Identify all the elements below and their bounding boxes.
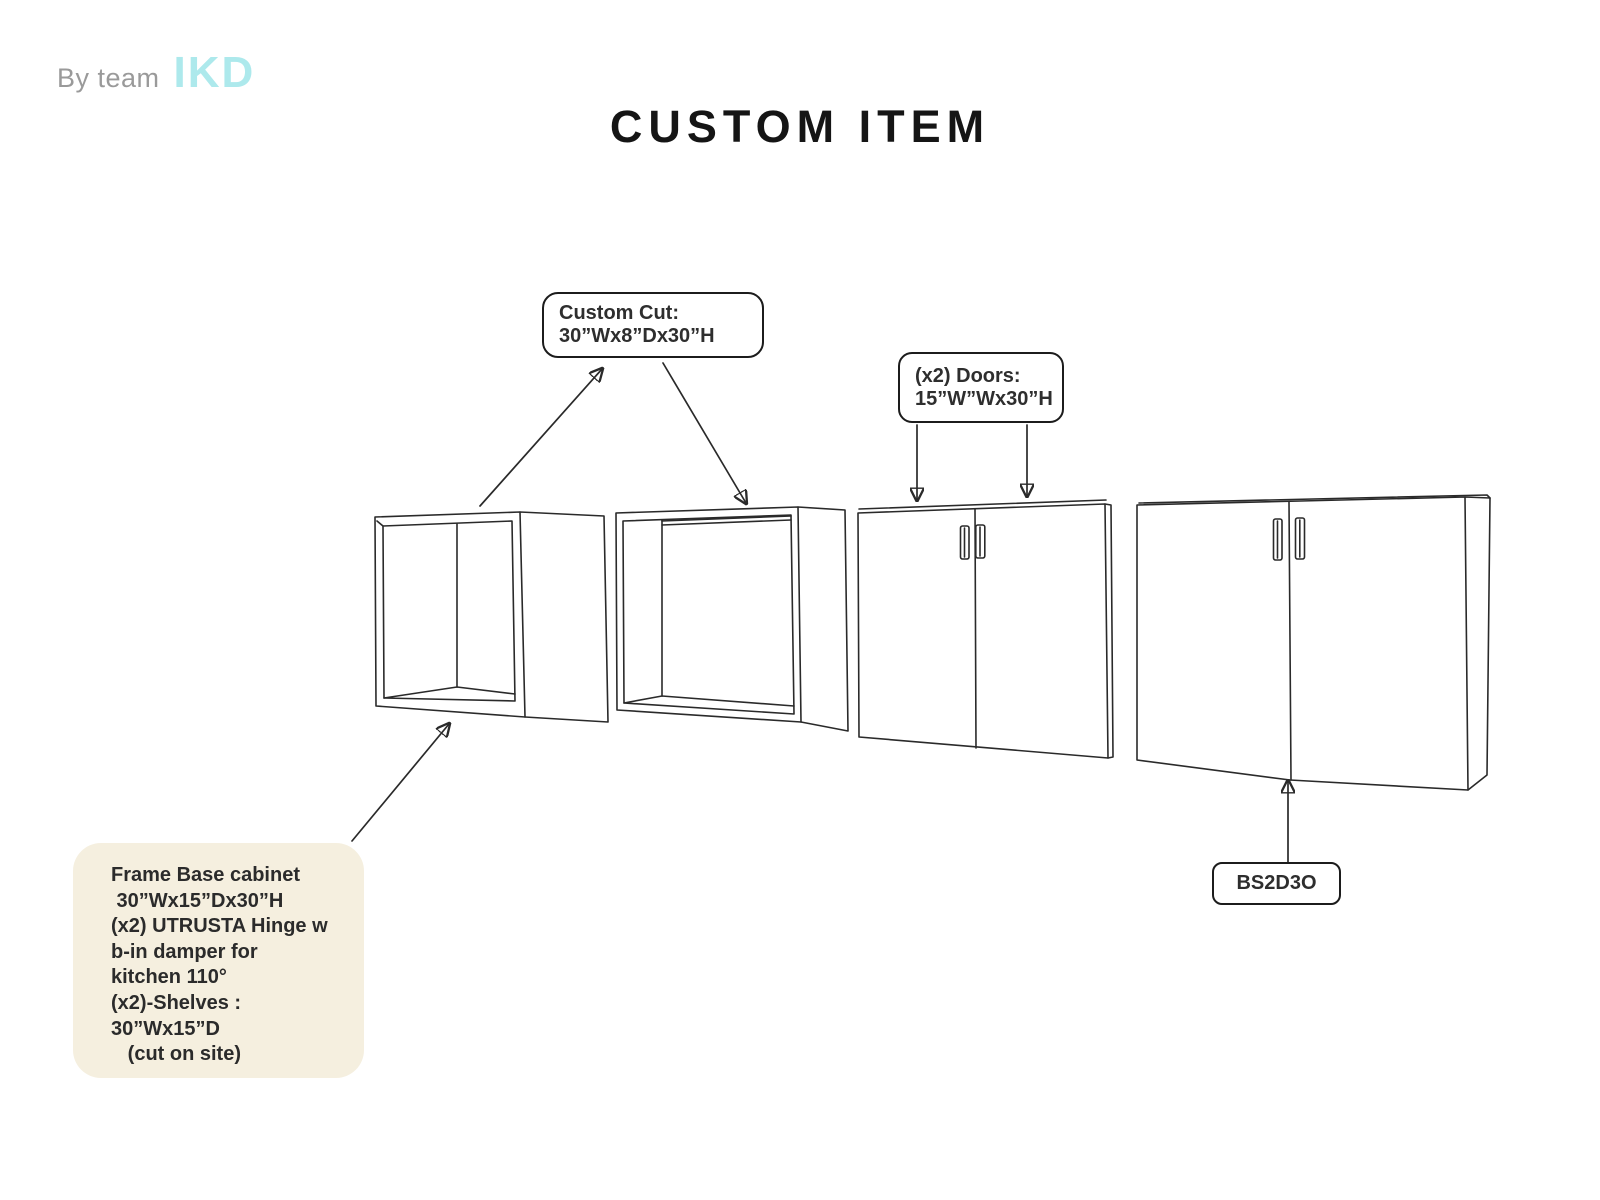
callout-doors: (x2) Doors: 15”W”Wx30”H [898,352,1064,423]
note-line: 30”Wx15”D [111,1017,220,1040]
part-code-label: BS2D3O [1212,862,1341,905]
logo-byline: By team [57,63,160,93]
note-line: kitchen 110° [111,966,227,989]
note-line: Frame Base cabinet [111,864,300,886]
doors-line2: 15”W”Wx30”H [915,387,1053,410]
cabinet-doors-icon [857,499,1114,759]
note-line: b-in damper for [111,940,258,963]
note-line: (cut on site) [111,1043,241,1066]
note-line: 30”Wx15”Dx30”H [111,889,284,912]
custom-cut-line2: 30”Wx8”Dx30”H [559,325,715,347]
note-line: (x2)-Shelves : [111,991,242,1014]
arrow-cabinet1-to-custom-cut [479,369,602,507]
cabinet-open-frame-icon [374,511,609,723]
arrow-custom-cut-to-cabinet2 [662,362,746,503]
doors-line1: (x2) Doors: [915,364,1021,387]
part-code-text: BS2D3O [1236,872,1317,894]
logo-mark-ikd: IKD [173,48,256,97]
logo: By team IKD [57,48,255,98]
custom-cut-line1: Custom Cut: [559,302,679,324]
arrow-note-to-cabinet1 [351,724,449,842]
note-line: (x2) UTRUSTA Hinge w [111,915,328,938]
page-title: CUSTOM ITEM [609,101,991,152]
frame-base-note: Frame Base cabinet 30”Wx15”Dx30”H (x2) U… [73,843,364,1078]
cabinet-assembled-icon [1136,494,1491,791]
callout-custom-cut: Custom Cut: 30”Wx8”Dx30”H [542,292,764,358]
cabinet-custom-cut-frame-icon [615,506,849,732]
annotation-arrows [351,362,1288,863]
